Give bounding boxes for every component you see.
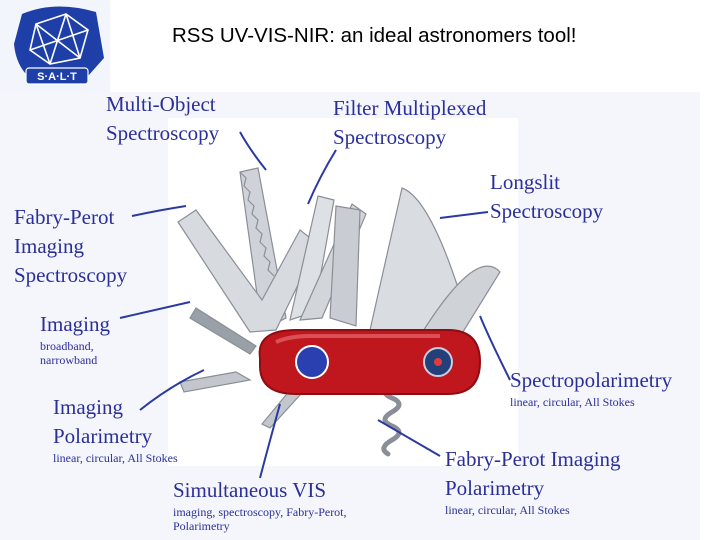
- knife-handle: [258, 329, 482, 395]
- label-imaging: Imaging broadband, narrowband: [40, 310, 110, 367]
- label-line: Spectroscopy: [490, 199, 604, 223]
- label-spectropolarimetry: Spectropolarimetry linear, circular, All…: [510, 366, 672, 409]
- label-fabry-perot-imaging-spectroscopy: Fabry-Perot Imaging Spectroscopy: [14, 203, 127, 290]
- label-subline: linear, circular, All Stokes: [53, 451, 178, 465]
- label-subline: imaging, spectroscopy, Fabry-Perot,: [173, 505, 347, 519]
- label-subline: Polarimetry: [173, 519, 230, 533]
- right-edge: [700, 92, 720, 540]
- nail-file: [189, 307, 257, 355]
- lower-blade: [179, 371, 252, 393]
- label-longslit-spectroscopy: Longslit Spectroscopy: [490, 168, 603, 226]
- salt-logo: S·A·L·T: [0, 0, 110, 92]
- label-fabry-perot-imaging-polarimetry: Fabry-Perot Imaging Polarimetry linear, …: [445, 445, 621, 517]
- label-line: Filter Multiplexed: [333, 96, 487, 120]
- small-blade: [418, 265, 501, 341]
- corkscrew: [381, 381, 402, 457]
- label-multi-object-spectroscopy: Multi-Object Spectroscopy: [106, 90, 219, 148]
- label-line: Fabry-Perot: [14, 205, 115, 229]
- label-simultaneous-vis: Simultaneous VIS imaging, spectroscopy, …: [173, 476, 347, 533]
- label-line: Imaging: [53, 395, 123, 419]
- label-line: Simultaneous VIS: [173, 478, 327, 502]
- slide-title: RSS UV-VIS-NIR: an ideal astronomers too…: [172, 24, 577, 47]
- label-filter-multiplexed-spectroscopy: Filter Multiplexed Spectroscopy: [333, 94, 486, 152]
- salt-emblem-icon: [295, 345, 329, 379]
- label-subline: narrowband: [40, 353, 98, 367]
- label-line: Spectroscopy: [14, 263, 128, 287]
- leader-lines: [119, 131, 511, 479]
- label-line: Spectropolarimetry: [510, 368, 673, 392]
- label-subline: broadband,: [40, 339, 94, 353]
- hook-blade: [329, 205, 361, 327]
- label-line: Polarimetry: [53, 424, 153, 448]
- label-line: Spectroscopy: [106, 121, 220, 145]
- label-line: Imaging: [40, 312, 110, 336]
- label-line: Polarimetry: [445, 476, 545, 500]
- label-line: Spectroscopy: [333, 125, 447, 149]
- label-line: Multi-Object: [106, 92, 216, 116]
- label-line: Longslit: [490, 170, 561, 194]
- label-subline: linear, circular, All Stokes: [445, 503, 570, 517]
- pliers: [177, 209, 319, 333]
- label-line: Imaging: [14, 234, 84, 258]
- logo-text: S·A·L·T: [37, 71, 77, 83]
- tools-group: [177, 167, 501, 429]
- label-subline: linear, circular, All Stokes: [510, 395, 635, 409]
- label-line: Fabry-Perot Imaging: [445, 447, 621, 471]
- label-imaging-polarimetry: Imaging Polarimetry linear, circular, Al…: [53, 393, 178, 465]
